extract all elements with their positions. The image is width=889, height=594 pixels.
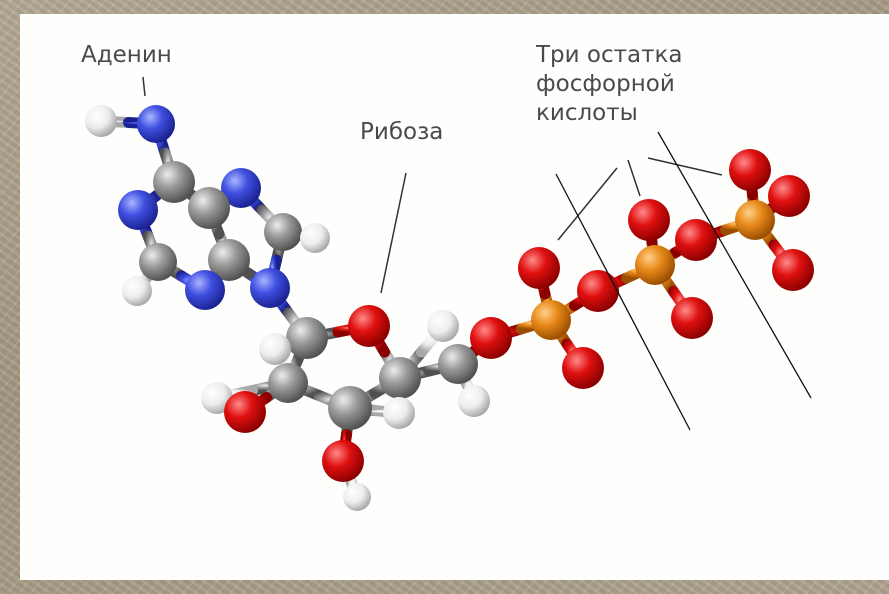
carbon-atom <box>379 357 421 399</box>
oxygen-atom <box>224 391 266 433</box>
ribose-pointer-line <box>380 172 407 294</box>
diagonal-line-1 <box>555 173 691 431</box>
hydrogen-atom <box>343 483 371 511</box>
carbon-atom <box>264 213 302 251</box>
nitrogen-atom <box>221 168 261 208</box>
oxygen-atom <box>768 175 810 217</box>
carbon-atom <box>268 363 308 403</box>
oxygen-atom <box>772 249 814 291</box>
oxygen-atom <box>322 440 364 482</box>
oxygen-atom <box>628 199 670 241</box>
carbon-atom <box>438 344 478 384</box>
hydrogen-atom <box>85 105 117 137</box>
phosphorus-atom <box>531 300 571 340</box>
hydrogen-atom <box>300 223 330 253</box>
carbon-atom <box>286 317 328 359</box>
oxygen-atom <box>671 297 713 339</box>
carbon-atom <box>188 187 230 229</box>
atoms-layer <box>85 105 814 511</box>
nitrogen-atom <box>185 270 225 310</box>
phosphate-pointer-line-2 <box>627 159 641 197</box>
nitrogen-atom <box>137 105 175 143</box>
oxygen-atom <box>562 347 604 389</box>
phosphorus-atom <box>735 200 775 240</box>
oxygen-atom <box>729 149 771 191</box>
adenine-pointer-line <box>142 76 146 97</box>
hydrogen-atom <box>122 276 152 306</box>
phosphates-label: Три остатка фосфорной кислоты <box>536 42 683 126</box>
oxygen-atom <box>518 247 560 289</box>
carbon-atom <box>153 161 195 203</box>
pointer-lines-layer <box>142 76 812 431</box>
phosphate-pointer-line-1 <box>557 167 618 241</box>
diagonal-line-2 <box>657 131 812 399</box>
hydrogen-atom <box>383 397 415 429</box>
oxygen-atom <box>348 305 390 347</box>
phosphate-pointer-line-3 <box>647 157 723 176</box>
carbon-atom <box>139 243 177 281</box>
hydrogen-atom <box>259 333 291 365</box>
carbon-atom <box>208 239 250 281</box>
oxygen-atom <box>577 270 619 312</box>
phosphorus-atom <box>635 245 675 285</box>
oxygen-atom <box>470 317 512 359</box>
carbon-atom <box>328 386 372 430</box>
hydrogen-atom <box>427 310 459 342</box>
nitrogen-atom <box>250 268 290 308</box>
hydrogen-atom <box>458 385 490 417</box>
oxygen-atom <box>675 219 717 261</box>
nitrogen-atom <box>118 190 158 230</box>
adenine-label: Аденин <box>81 42 172 68</box>
ribose-label: Рибоза <box>360 119 444 145</box>
